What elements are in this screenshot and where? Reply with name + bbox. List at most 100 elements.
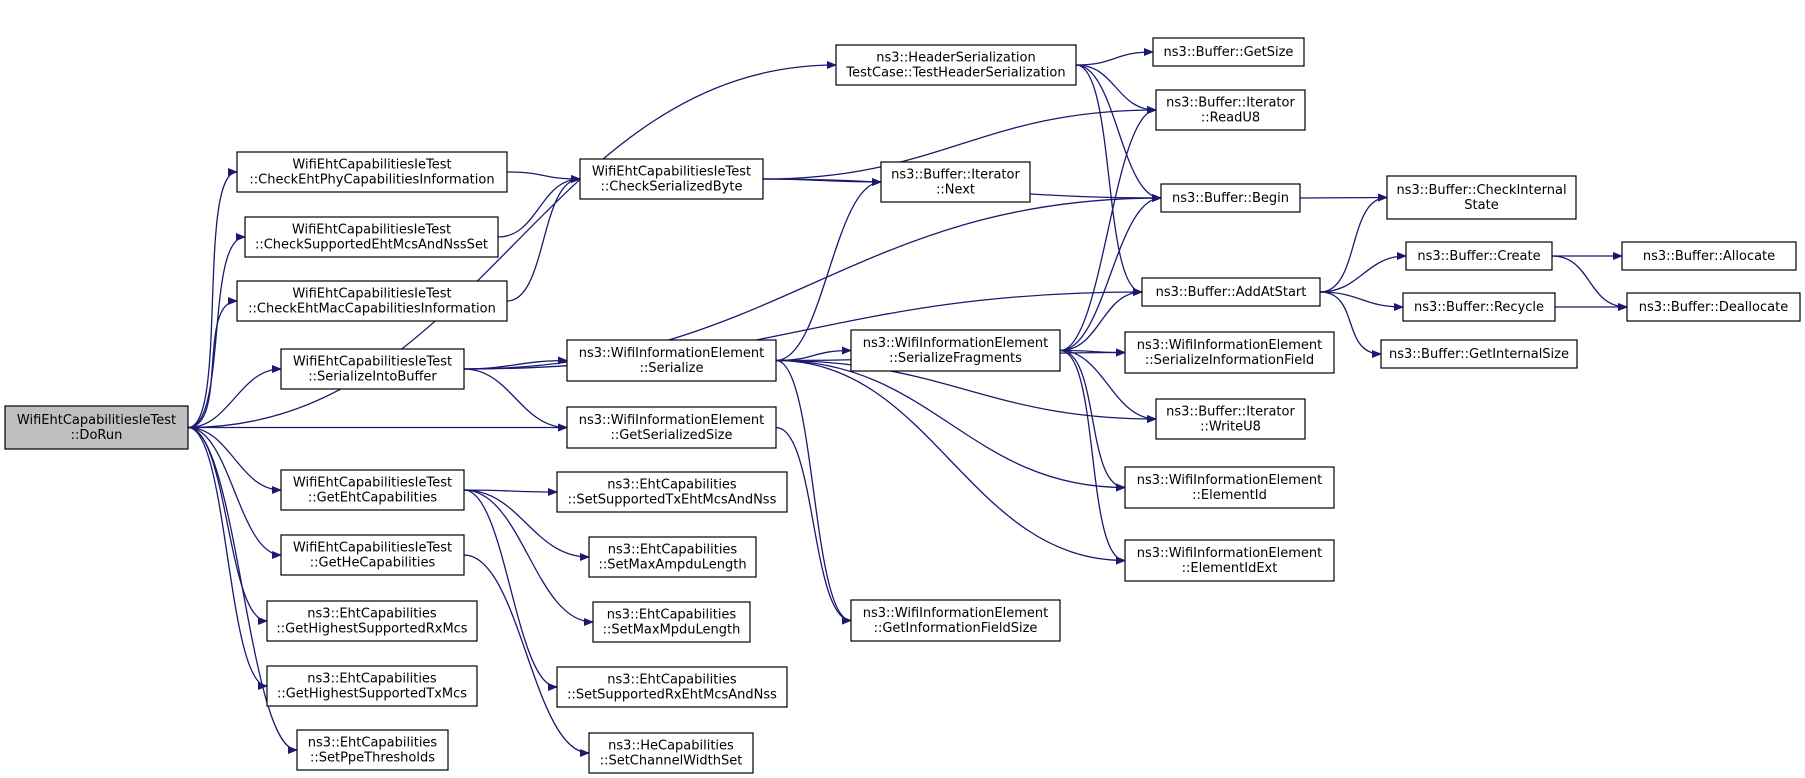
node-box-headerTest xyxy=(835,44,1077,86)
node-setChWidth[interactable]: ns3::HeCapabilities::SetChannelWidthSet xyxy=(588,732,754,774)
node-label-setMaxMpdu-line2: ::SetMaxMpduLength xyxy=(603,623,741,638)
node-label-dorun-line2: ::DoRun xyxy=(71,428,123,443)
node-box-readU8 xyxy=(1155,89,1306,131)
node-checkMac[interactable]: WifiEhtCapabilitiesIeTest::CheckEhtMacCa… xyxy=(236,280,508,322)
node-label-iterNext-line2: ::Next xyxy=(936,183,975,198)
edge-dorun-to-checkMcs xyxy=(187,233,246,429)
node-label-getTxMcs-line2: ::GetHighestSupportedTxMcs xyxy=(277,687,467,702)
node-label-serializeInto-line2: ::SerializeIntoBuffer xyxy=(308,370,437,385)
node-label-wieSerialize-line2: ::Serialize xyxy=(640,361,704,376)
node-label-getTxMcs-line1: ns3::EhtCapabilities xyxy=(307,672,437,687)
node-label-checkByte-line2: ::CheckSerializedByte xyxy=(601,180,743,195)
node-label-writeU8-line2: ::WriteU8 xyxy=(1200,420,1261,435)
node-serializeInto[interactable]: WifiEhtCapabilitiesIeTest::SerializeInto… xyxy=(280,348,465,390)
node-writeU8[interactable]: ns3::Buffer::Iterator::WriteU8 xyxy=(1155,398,1306,440)
node-headerTest[interactable]: ns3::HeaderSerializationTestCase::TestHe… xyxy=(835,44,1077,86)
node-getRxMcs[interactable]: ns3::EhtCapabilities::GetHighestSupporte… xyxy=(266,600,478,642)
node-box-addAtStart xyxy=(1141,277,1321,307)
node-box-elementId xyxy=(1124,466,1335,509)
node-label-getRxMcs-line2: ::GetHighestSupportedRxMcs xyxy=(276,622,467,637)
node-label-writeU8-line1: ns3::Buffer::Iterator xyxy=(1166,405,1295,420)
node-box-setMaxMpdu xyxy=(592,601,751,643)
node-label-checkByte-line1: WifiEhtCapabilitiesIeTest xyxy=(592,165,751,180)
edge-getEht-to-setRxMcs xyxy=(463,489,558,691)
node-label-getInfoSize-line2: ::GetInformationFieldSize xyxy=(874,621,1038,636)
node-label-serFrag-line1: ns3::WifiInformationElement xyxy=(863,336,1049,351)
edge-bufCreate-to-bufDeallocate xyxy=(1551,255,1628,311)
node-label-elementId-line2: ::ElementId xyxy=(1192,488,1267,503)
node-box-setMaxAmpdu xyxy=(588,536,757,578)
edge-serFrag-to-readU8 xyxy=(1059,106,1157,352)
node-getHe[interactable]: WifiEhtCapabilitiesIeTest::GetHeCapabili… xyxy=(280,534,465,576)
edge-addAtStart-to-getInternalSize xyxy=(1319,291,1382,358)
node-dorun[interactable]: WifiEhtCapabilitiesIeTest::DoRun xyxy=(4,405,189,450)
node-label-getEht-line2: ::GetEhtCapabilities xyxy=(308,491,438,506)
node-iterNext[interactable]: ns3::Buffer::Iterator::Next xyxy=(880,161,1031,203)
node-box-checkMac xyxy=(236,280,508,322)
edge-wieSerialize-to-iterNext xyxy=(775,178,882,362)
node-box-checkMcs xyxy=(244,216,499,258)
node-label-setChWidth-line1: ns3::HeCapabilities xyxy=(608,739,734,754)
node-label-setChWidth-line2: ::SetChannelWidthSet xyxy=(600,754,743,769)
node-label-checkPhy-line1: WifiEhtCapabilitiesIeTest xyxy=(292,158,451,173)
node-label-wieGetSize-line1: ns3::WifiInformationElement xyxy=(579,413,765,428)
node-label-getInternalSize-line1: ns3::Buffer::GetInternalSize xyxy=(1389,347,1569,362)
edge-serFrag-to-elementIdExt xyxy=(1059,349,1126,565)
edge-addAtStart-to-checkInternal xyxy=(1319,193,1388,293)
edge-wieSerialize-to-writeU8 xyxy=(775,359,1157,423)
node-box-getTxMcs xyxy=(266,665,478,707)
node-bufCreate[interactable]: ns3::Buffer::Create xyxy=(1405,241,1553,271)
edge-getEht-to-setTxMcs xyxy=(463,487,558,496)
node-bufGetSize[interactable]: ns3::Buffer::GetSize xyxy=(1152,37,1305,67)
node-bufBegin[interactable]: ns3::Buffer::Begin xyxy=(1160,183,1301,213)
node-getEht[interactable]: WifiEhtCapabilitiesIeTest::GetEhtCapabil… xyxy=(280,469,465,511)
node-box-serializeInto xyxy=(280,348,465,390)
node-checkMcs[interactable]: WifiEhtCapabilitiesIeTest::CheckSupporte… xyxy=(244,216,499,258)
node-serInfoField[interactable]: ns3::WifiInformationElement::SerializeIn… xyxy=(1124,331,1335,374)
node-checkByte[interactable]: WifiEhtCapabilitiesIeTest::CheckSerializ… xyxy=(579,158,764,200)
edge-serFrag-to-addAtStart xyxy=(1059,288,1143,352)
node-label-bufBegin-line1: ns3::Buffer::Begin xyxy=(1172,191,1289,206)
node-label-checkMac-line2: ::CheckEhtMacCapabilitiesInformation xyxy=(248,302,496,317)
node-bufAllocate[interactable]: ns3::Buffer::Allocate xyxy=(1621,241,1797,271)
node-wieGetSize[interactable]: ns3::WifiInformationElement::GetSerializ… xyxy=(566,406,777,449)
node-getInternalSize[interactable]: ns3::Buffer::GetInternalSize xyxy=(1380,339,1578,369)
node-setMaxMpdu[interactable]: ns3::EhtCapabilities::SetMaxMpduLength xyxy=(592,601,751,643)
node-setRxMcs[interactable]: ns3::EhtCapabilities::SetSupportedRxEhtM… xyxy=(556,666,788,708)
edge-dorun-to-checkMac xyxy=(187,297,238,429)
node-bufDeallocate[interactable]: ns3::Buffer::Deallocate xyxy=(1626,292,1801,322)
edge-wieSerialize-to-elementId xyxy=(775,359,1126,492)
node-label-checkPhy-line2: ::CheckEhtPhyCapabilitiesInformation xyxy=(249,173,494,188)
node-box-elementIdExt xyxy=(1124,539,1335,582)
edge-headerTest-to-addAtStart xyxy=(1075,64,1143,296)
node-serFrag[interactable]: ns3::WifiInformationElement::SerializeFr… xyxy=(850,329,1061,372)
edge-bufBegin-to-checkInternal xyxy=(1299,193,1388,202)
node-box-bufAllocate xyxy=(1621,241,1797,271)
node-label-checkInternal-line2: State xyxy=(1464,198,1498,213)
node-label-setRxMcs-line2: ::SetSupportedRxEhtMcsAndNss xyxy=(567,688,777,703)
node-setMaxAmpdu[interactable]: ns3::EhtCapabilities::SetMaxAmpduLength xyxy=(588,536,757,578)
node-label-bufRecycle-line1: ns3::Buffer::Recycle xyxy=(1414,300,1544,315)
node-label-getEht-line1: WifiEhtCapabilitiesIeTest xyxy=(293,476,452,491)
node-label-dorun-line1: WifiEhtCapabilitiesIeTest xyxy=(17,413,176,428)
node-elementIdExt[interactable]: ns3::WifiInformationElement::ElementIdEx… xyxy=(1124,539,1335,582)
node-label-bufGetSize-line1: ns3::Buffer::GetSize xyxy=(1164,45,1294,60)
node-box-wieGetSize xyxy=(566,406,777,449)
node-getTxMcs[interactable]: ns3::EhtCapabilities::GetHighestSupporte… xyxy=(266,665,478,707)
node-setTxMcs[interactable]: ns3::EhtCapabilities::SetSupportedTxEhtM… xyxy=(556,471,788,513)
node-box-serFrag xyxy=(850,329,1061,372)
node-box-iterNext xyxy=(880,161,1031,203)
node-wieSerialize[interactable]: ns3::WifiInformationElement::Serialize xyxy=(566,339,777,382)
edge-dorun-to-checkPhy xyxy=(187,168,238,429)
node-elementId[interactable]: ns3::WifiInformationElement::ElementId xyxy=(1124,466,1335,509)
node-checkPhy[interactable]: WifiEhtCapabilitiesIeTest::CheckEhtPhyCa… xyxy=(236,151,508,193)
node-box-setPpe xyxy=(296,729,449,771)
edge-headerTest-to-bufBegin xyxy=(1075,64,1162,202)
node-readU8[interactable]: ns3::Buffer::Iterator::ReadU8 xyxy=(1155,89,1306,131)
node-setPpe[interactable]: ns3::EhtCapabilities::SetPpeThresholds xyxy=(296,729,449,771)
node-addAtStart[interactable]: ns3::Buffer::AddAtStart xyxy=(1141,277,1321,307)
node-bufRecycle[interactable]: ns3::Buffer::Recycle xyxy=(1402,292,1556,322)
node-getInfoSize[interactable]: ns3::WifiInformationElement::GetInformat… xyxy=(850,599,1061,642)
